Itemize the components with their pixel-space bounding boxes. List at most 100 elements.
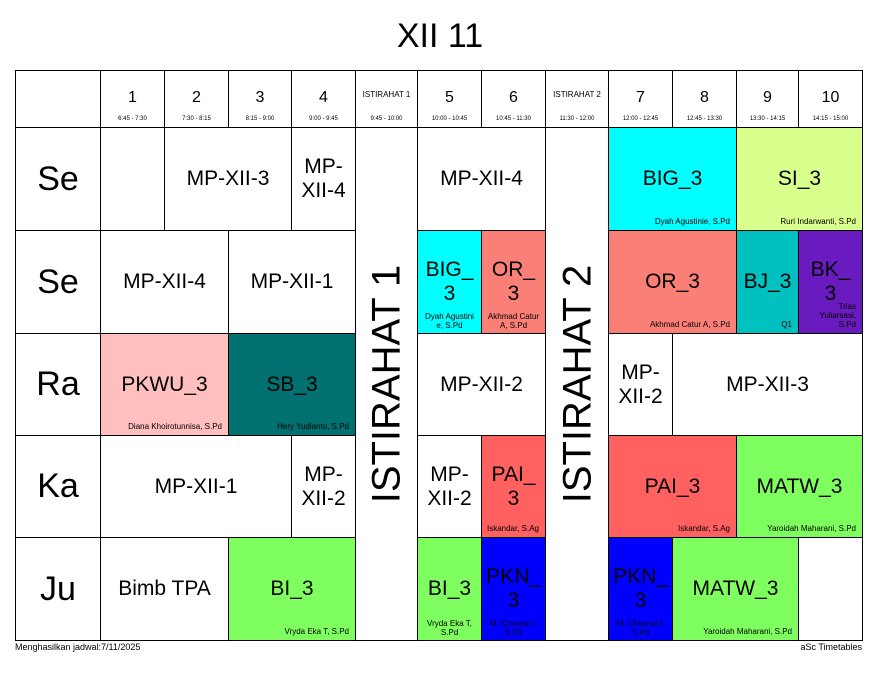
lesson-subject: BIG_3 — [642, 167, 703, 190]
lesson-subject: BIG_ 3 — [425, 258, 474, 305]
lesson-subject: MATW_3 — [756, 474, 843, 498]
lesson-cell: MP- XII-2 — [608, 333, 673, 436]
lesson-subject: MP-XII-4 — [440, 167, 523, 190]
lesson-teacher: Iskandar, S.Ag — [677, 524, 730, 533]
period-time: 14:15 - 15:00 — [812, 116, 849, 122]
period-time: 9:00 - 9:45 — [309, 116, 338, 122]
lesson-subject: OR_3 — [645, 270, 700, 293]
lesson-teacher: Akhmad Catur A, S.Pd — [649, 320, 730, 329]
lesson-cell — [100, 127, 165, 231]
period-header: 2 7:30 - 8:15 — [164, 70, 229, 128]
day-label: Ju — [15, 537, 101, 641]
lesson-subject: Bimb TPA — [118, 577, 211, 600]
lesson-subject: SI_3 — [777, 167, 822, 190]
lesson-subject: MP- XII-2 — [301, 462, 346, 510]
lesson-cell: MP-XII-1 — [100, 435, 292, 538]
lesson-teacher: Diana Khoirotunnisa, S.Pd — [128, 422, 222, 431]
lesson-subject: PAI_ 3 — [491, 462, 536, 510]
lesson-teacher: M. Chusnul I, S.Pd — [489, 619, 538, 637]
lesson-subject: MP-XII-1 — [250, 270, 334, 293]
break-column: ISTIRAHAT 2 — [545, 127, 609, 641]
period-number: 5 — [445, 89, 454, 106]
period-time: 10:00 - 10:45 — [431, 116, 468, 122]
period-number: 4 — [319, 89, 328, 106]
lesson-teacher: Ruri Indarwanti, S.Pd — [780, 217, 856, 226]
lesson-teacher: Q1 — [781, 320, 792, 329]
period-time: 12:00 - 12:45 — [622, 116, 659, 122]
period-time: 8:15 - 9:00 — [245, 116, 275, 122]
lesson-cell — [798, 537, 863, 641]
break-label: ISTIRAHAT 2 — [553, 90, 601, 99]
lesson-cell: MP-XII-1 — [228, 230, 356, 334]
period-time: 13:30 - 14:15 — [749, 116, 786, 122]
lesson-cell: MP- XII-4 — [291, 127, 356, 231]
period-time: 7:30 - 8:15 — [182, 116, 211, 122]
period-header: 4 9:00 - 9:45 — [291, 70, 356, 128]
lesson-subject: MP-XII-3 — [186, 167, 270, 190]
period-number: 6 — [509, 89, 518, 106]
break-label: ISTIRAHAT 1 — [362, 90, 411, 99]
lesson-teacher: Dyah Agustini e, S.Pd — [425, 312, 474, 330]
lesson-subject: BJ_3 — [743, 270, 792, 293]
lesson-subject: OR_ 3 — [491, 258, 536, 305]
period-header: 5 10:00 - 10:45 — [417, 70, 482, 128]
lesson-subject: PKN_ 3 — [486, 565, 541, 612]
lesson-subject: BK_ 3 — [810, 258, 851, 305]
period-number: 8 — [700, 89, 709, 106]
lesson-teacher: Trias Yuliarsasi, S.Pd — [819, 302, 856, 329]
lesson-cell: PKN_ 3 M. Chusnul I, S.Pd — [481, 537, 546, 641]
lesson-subject: PKWU_3 — [121, 372, 208, 396]
period-number: 10 — [821, 89, 840, 106]
lesson-cell: MP-XII-3 — [164, 127, 292, 231]
period-time: 12:45 - 13:30 — [686, 116, 723, 122]
period-header: 8 12:45 - 13:30 — [672, 70, 737, 128]
lesson-cell: MP-XII-3 — [672, 333, 863, 436]
header-corner — [15, 70, 101, 128]
break-column-label: ISTIRAHAT 2 — [555, 264, 600, 504]
lesson-subject: MP-XII-3 — [726, 372, 809, 396]
lesson-subject: MATW_3 — [692, 577, 779, 600]
lesson-teacher: Yaroidah Maharani, S.Pd — [767, 524, 856, 533]
break-column: ISTIRAHAT 1 — [355, 127, 418, 641]
generated-date: Menghasilkan jadwal:7/11/2025 — [15, 642, 141, 652]
lesson-teacher: Yaroidah Maharani, S.Pd — [703, 627, 792, 636]
lesson-cell: MP- XII-2 — [417, 435, 482, 538]
period-number: 3 — [255, 89, 265, 106]
period-number: 2 — [192, 89, 201, 106]
period-header: 3 8:15 - 9:00 — [228, 70, 292, 128]
lesson-subject: MP-XII-1 — [154, 474, 238, 498]
lesson-subject: SB_3 — [266, 372, 318, 396]
lesson-subject: BI_3 — [427, 577, 472, 600]
lesson-subject: MP-XII-4 — [123, 270, 206, 293]
lesson-cell: MP-XII-2 — [417, 333, 546, 436]
lesson-cell: Bimb TPA — [100, 537, 229, 641]
period-header: 10 14:15 - 15:00 — [798, 70, 863, 128]
lesson-cell: OR_ 3 Akhmad Catur A, S.Pd — [481, 230, 546, 334]
lesson-cell: MP- XII-2 — [291, 435, 356, 538]
lesson-subject: MP- XII-2 — [427, 462, 472, 510]
lesson-teacher: Akhmad Catur A, S.Pd — [487, 312, 540, 330]
period-number: 1 — [128, 89, 137, 106]
lesson-subject: MP-XII-2 — [440, 372, 523, 396]
lesson-subject: MP- XII-2 — [618, 360, 663, 408]
brand-label: aSc Timetables — [800, 642, 862, 652]
lesson-cell: MP-XII-4 — [417, 127, 546, 231]
lesson-teacher: Vryda Eka T, S.Pd — [284, 627, 349, 636]
period-header: 1 6:45 - 7:30 — [100, 70, 165, 128]
period-time: 6:45 - 7:30 — [118, 116, 147, 122]
lesson-cell: BIG_ 3 Dyah Agustini e, S.Pd — [417, 230, 482, 334]
